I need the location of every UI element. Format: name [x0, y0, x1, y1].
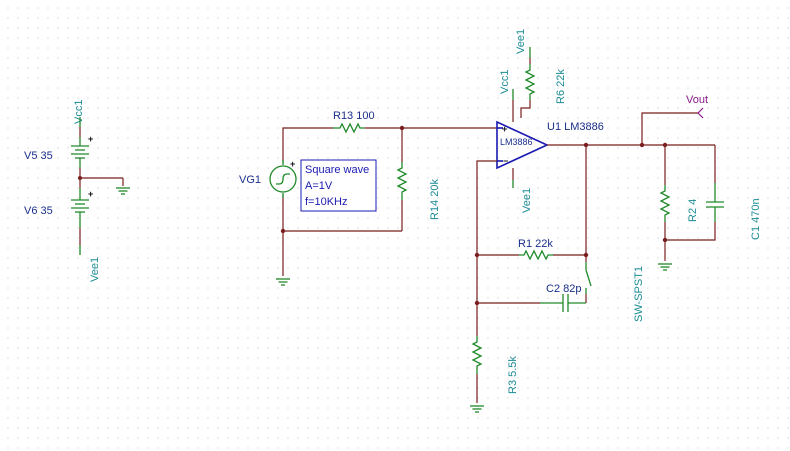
output-section: Vout R2 4 C1 470n [641, 94, 762, 271]
vee-top-label: Vee1 [515, 29, 527, 54]
opamp-u1[interactable]: + − LM3886 [496, 120, 549, 170]
capacitor-c1[interactable] [706, 183, 724, 222]
ground-symbol [658, 263, 672, 271]
input-section: + VG1 R13 100 R14 20k Square wave A=1V f… [239, 110, 497, 286]
battery-v6[interactable]: + [71, 188, 93, 228]
ground-symbol [276, 278, 290, 286]
switch-sw-spst1[interactable] [585, 262, 592, 294]
ground-symbol [116, 187, 130, 195]
resistor-r3[interactable] [471, 336, 483, 374]
v5-label: V5 35 [24, 150, 53, 162]
r6-label: R6 22k [555, 69, 567, 104]
svg-text:f=10KHz: f=10KHz [305, 196, 348, 208]
resistor-r6[interactable] [524, 64, 536, 100]
vout-terminal[interactable] [697, 107, 704, 119]
c1-label: C1 470n [750, 198, 762, 240]
v6-label: V6 35 [24, 205, 53, 217]
svg-text:+: + [88, 134, 93, 144]
opamp-body-label: LM3886 [500, 137, 533, 147]
waveform-note: Square wave A=1V f=10KHz [300, 159, 377, 212]
resistor-r14[interactable] [396, 162, 408, 200]
vee-opamp-label: Vee1 [521, 188, 533, 213]
svg-text:A=1V: A=1V [305, 180, 333, 192]
r2-label: R2 4 [687, 199, 699, 222]
vout-label: Vout [686, 94, 708, 106]
r1-label: R1 22k [518, 238, 553, 250]
battery-v5[interactable]: + [71, 134, 93, 168]
r14-label: R14 20k [429, 179, 441, 220]
svg-text:Square wave: Square wave [305, 164, 369, 176]
c2-label: C2 82p [546, 283, 581, 295]
opamp-section: Vee1 R6 22k Vcc1 + − LM3886 U1 LM3886 Ve… [470, 29, 715, 413]
svg-text:+: + [502, 124, 507, 134]
svg-text:−: − [503, 156, 508, 166]
u1-label: U1 LM3886 [547, 121, 604, 133]
power-supply: Vcc1 + V5 35 + [24, 100, 130, 282]
signal-generator-vg1[interactable]: + [269, 159, 297, 198]
vcc-left-label: Vcc1 [73, 100, 85, 124]
capacitor-c2[interactable] [540, 294, 586, 312]
svg-text:+: + [290, 159, 295, 169]
resistor-r1[interactable] [519, 249, 553, 261]
resistor-r2[interactable] [659, 185, 671, 222]
sw-label: SW-SPST1 [633, 266, 645, 322]
vg1-label: VG1 [239, 174, 261, 186]
svg-text:+: + [88, 189, 93, 199]
r3-label: R3 5.5k [507, 356, 519, 394]
vee-left-label: Vee1 [89, 257, 101, 282]
vcc-opamp-label: Vcc1 [499, 70, 511, 94]
ground-symbol [470, 405, 484, 413]
r13-label: R13 100 [333, 110, 375, 122]
resistor-r13[interactable] [333, 122, 365, 134]
